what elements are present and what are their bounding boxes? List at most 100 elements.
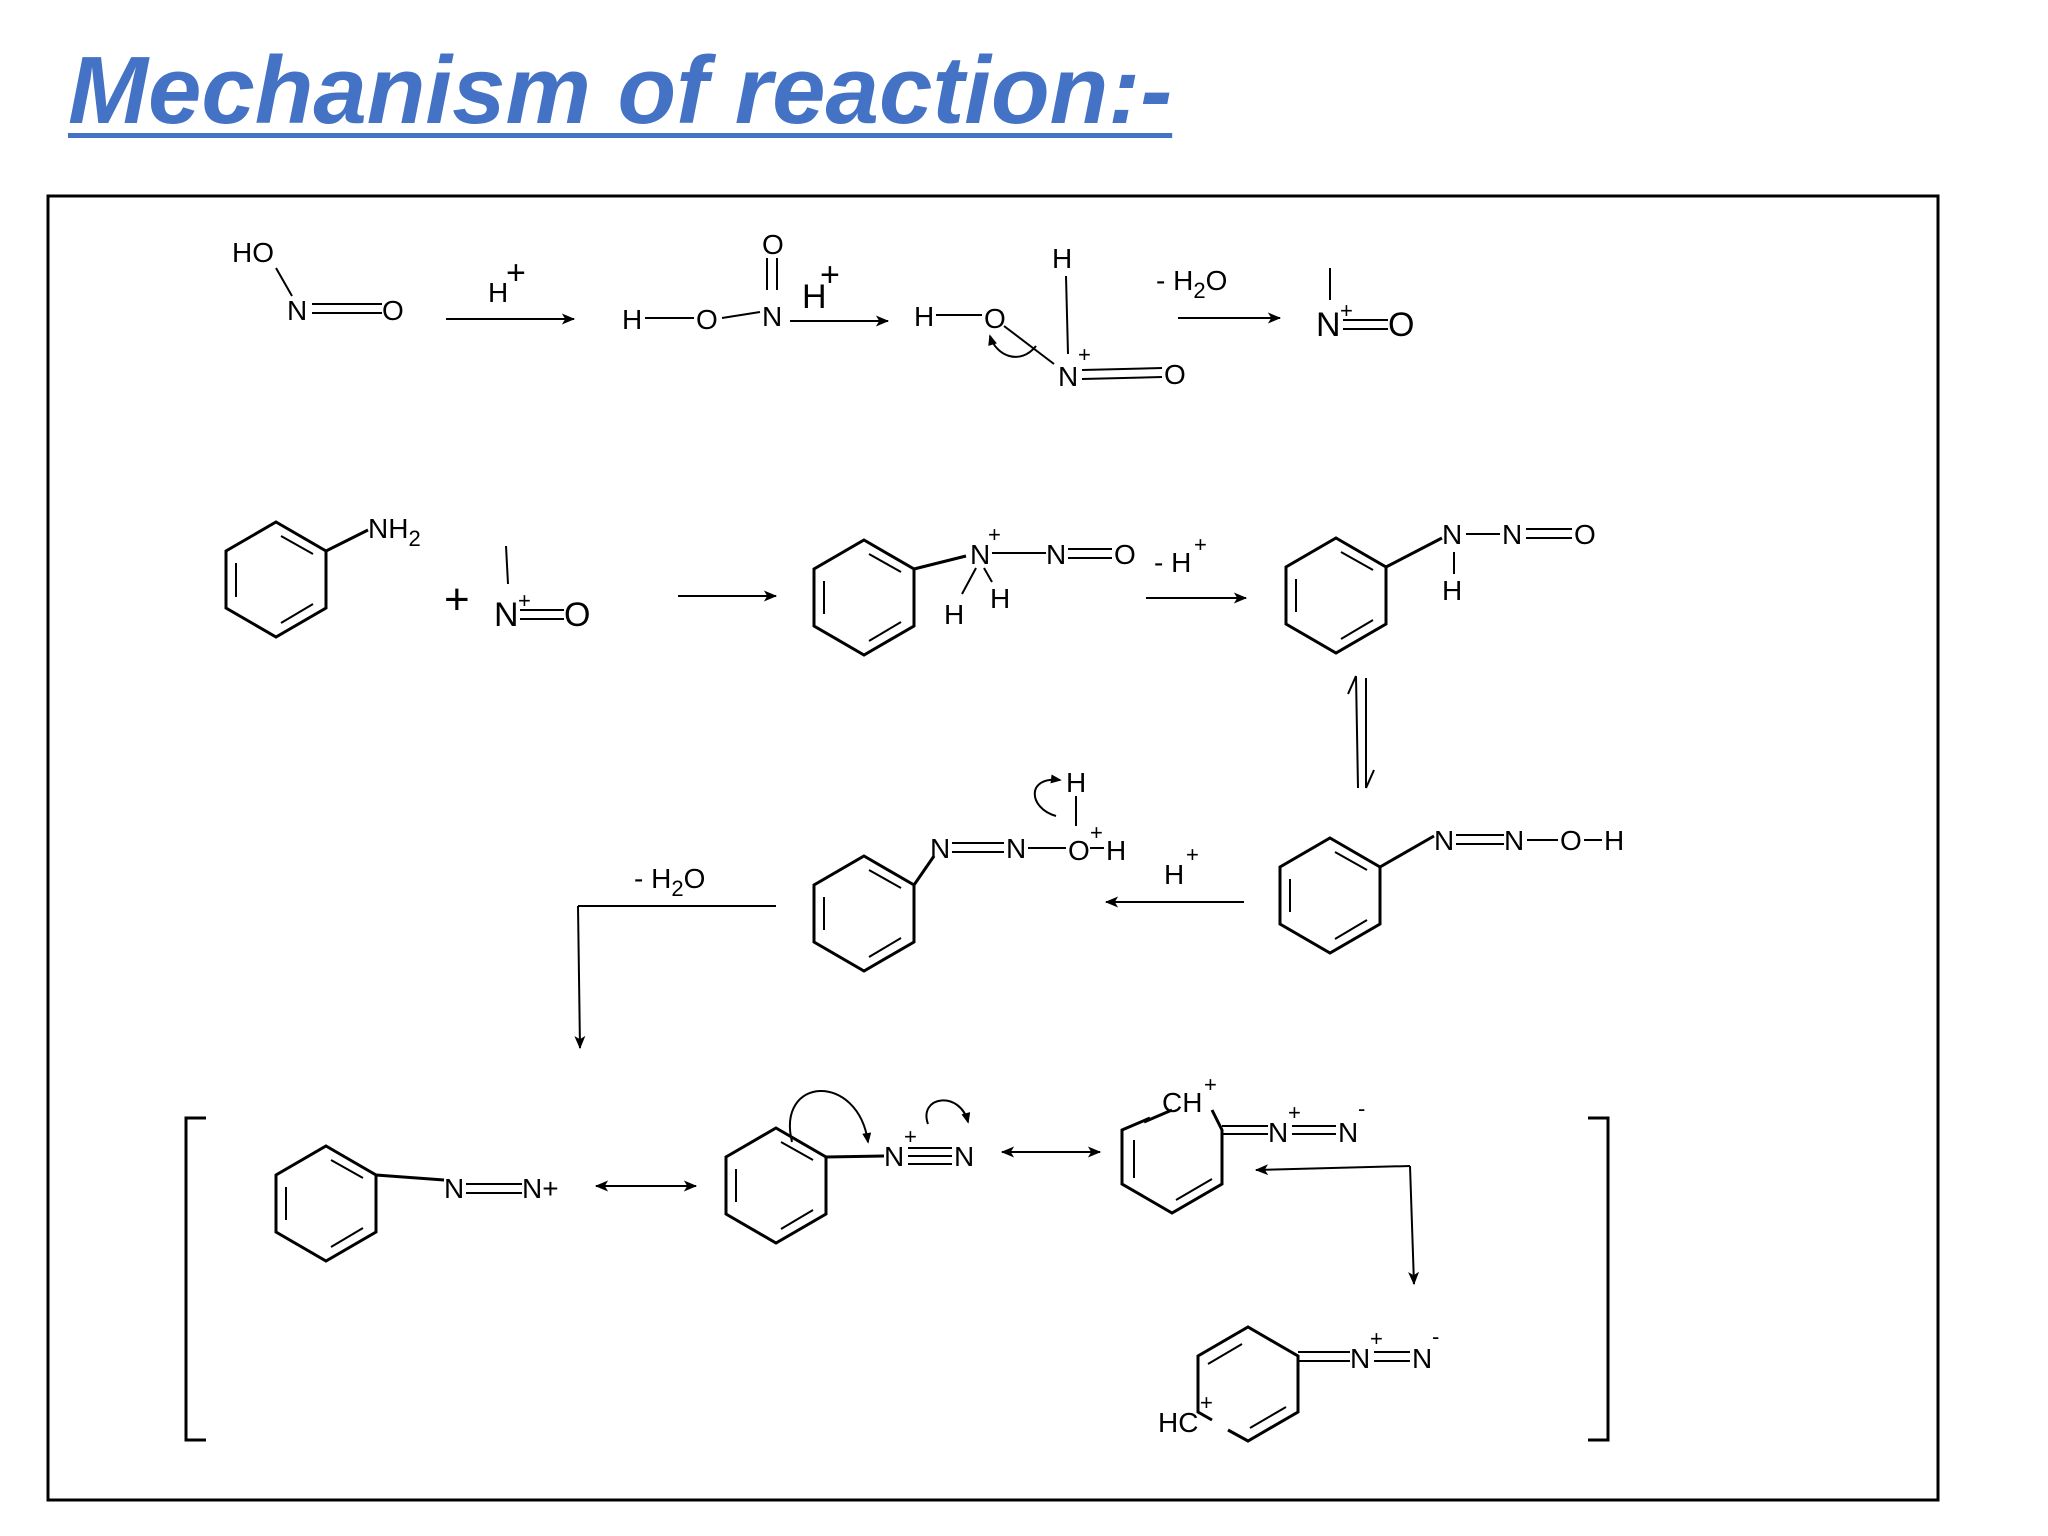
o-label: O: [564, 596, 590, 634]
protonated-diazohydroxide: N N O + H H: [812, 767, 1126, 973]
n-label: N: [1350, 1343, 1370, 1374]
minus-h-label: - H: [634, 863, 671, 894]
charge-label: -: [1432, 1324, 1439, 1349]
charge-label: +: [1090, 820, 1103, 845]
n-label: N: [287, 295, 307, 326]
resonance-arrow-3: [1254, 1164, 1420, 1286]
diazonium-resonance-2: N + N: [724, 1090, 974, 1245]
ch-label: CH: [1162, 1087, 1202, 1118]
protonation-arrow: H +: [446, 254, 576, 325]
equilibrium-arrows: [1347, 675, 1375, 789]
n-label: N: [1316, 306, 1341, 344]
h-label: H: [1066, 767, 1086, 798]
h-label: H: [1106, 835, 1126, 866]
charge-label: +: [1288, 1100, 1301, 1125]
h-label: H: [622, 304, 642, 335]
o-label: O: [684, 863, 706, 894]
diagram-frame: [46, 194, 1940, 1502]
minus-h-label: - H: [1156, 265, 1193, 296]
protonation-arrow-2: H +: [1104, 842, 1244, 908]
curved-arrow: [789, 1090, 872, 1144]
n-label: N: [954, 1141, 974, 1172]
o-label: O: [1206, 265, 1228, 296]
charge-label: +: [1186, 842, 1199, 867]
o-label: O: [1574, 519, 1596, 550]
svg-text:- H2O: - H2O: [1156, 265, 1227, 303]
o-label: O: [762, 229, 784, 260]
o-label: O: [1560, 825, 1582, 856]
o-label: O: [1164, 359, 1186, 390]
h-label: H: [1604, 825, 1624, 856]
o-label: O: [984, 303, 1006, 334]
h-label: H: [1164, 859, 1184, 890]
charge-label: -: [1358, 1096, 1365, 1121]
charge-label: +: [518, 588, 531, 613]
charge-label: +: [1370, 1326, 1383, 1351]
arrow-h-label: H: [488, 277, 508, 308]
h-label: H: [990, 583, 1010, 614]
diazonium-resonance-3: CH + N + N -: [1120, 1072, 1365, 1215]
nitrosonium-reagent: N + O: [494, 545, 590, 634]
n-label: N: [762, 301, 782, 332]
n-nitrosoanilinium: N + N O H H: [812, 522, 1136, 657]
water-loss-arrow: - H2O: [1156, 265, 1282, 324]
curved-arrow: [925, 1099, 971, 1125]
nitrosonium-ion: N + O: [1316, 268, 1414, 344]
n-label: N: [1338, 1117, 1358, 1148]
charge-label: +: [1200, 1390, 1213, 1415]
svg-text:- H2O: - H2O: [634, 863, 705, 901]
n-label: N: [1442, 519, 1462, 550]
minus-h-label: - H: [1154, 547, 1191, 578]
curved-arrow: [988, 334, 1037, 358]
n-label: N: [1268, 1117, 1288, 1148]
n-label: N: [1434, 825, 1454, 856]
charge-label: +: [1078, 342, 1091, 367]
n-label: N: [970, 539, 990, 570]
water-loss-arrow-2: - H2O: [574, 863, 776, 1050]
curved-arrow: [1033, 774, 1062, 817]
page-title: Mechanism of reaction:-: [68, 37, 1173, 144]
o-label: O: [1114, 539, 1136, 570]
charge-label: +: [904, 1124, 917, 1149]
o-label: O: [696, 304, 718, 335]
n-label: N: [884, 1141, 904, 1172]
charge-label: +: [988, 522, 1001, 547]
o-label: O: [1068, 835, 1090, 866]
diazohydroxide: N N O H: [1278, 825, 1624, 955]
h-label: H: [1442, 575, 1462, 606]
arrow-plus-label: +: [506, 254, 526, 292]
h-label: H: [914, 301, 934, 332]
n-label: N: [930, 833, 950, 864]
nh-label: NH: [368, 513, 408, 544]
n-label: N: [1412, 1343, 1432, 1374]
subscript-label: 2: [1193, 278, 1205, 303]
n-label: N: [1058, 361, 1078, 392]
plus-label: +: [820, 256, 840, 294]
n-label: N: [494, 596, 519, 634]
charge-label: +: [1194, 532, 1207, 557]
deprotonation-arrow: - H +: [1146, 532, 1248, 604]
ho-label: HO: [232, 237, 274, 268]
nitrous-acid-structure: H O N O H +: [622, 229, 840, 335]
aniline: NH2: [224, 513, 421, 639]
o-label: O: [382, 295, 404, 326]
diazonium-resonance-1: N N+: [274, 1144, 559, 1263]
h-label: H: [1052, 243, 1072, 274]
n-plus-label: N+: [522, 1173, 559, 1204]
n-label: N: [1504, 825, 1524, 856]
plus-sign: +: [444, 575, 470, 624]
diazonium-resonance-4: HC + N + N -: [1158, 1324, 1439, 1443]
svg-text:NH2: NH2: [368, 513, 421, 551]
n-nitrosoaniline: N N O H: [1284, 519, 1596, 655]
n-label: N: [444, 1173, 464, 1204]
right-bracket: [1588, 1116, 1610, 1442]
nitrous-acid: HO N O: [232, 237, 404, 326]
subscript-label: 2: [408, 526, 420, 551]
subscript-label: 2: [671, 876, 683, 901]
o-label: O: [1388, 306, 1414, 344]
n-label: N: [1502, 519, 1522, 550]
charge-label: +: [1340, 298, 1353, 323]
protonated-nitrous-acid: H O H N + O: [914, 243, 1186, 392]
n-label: N: [1046, 539, 1066, 570]
